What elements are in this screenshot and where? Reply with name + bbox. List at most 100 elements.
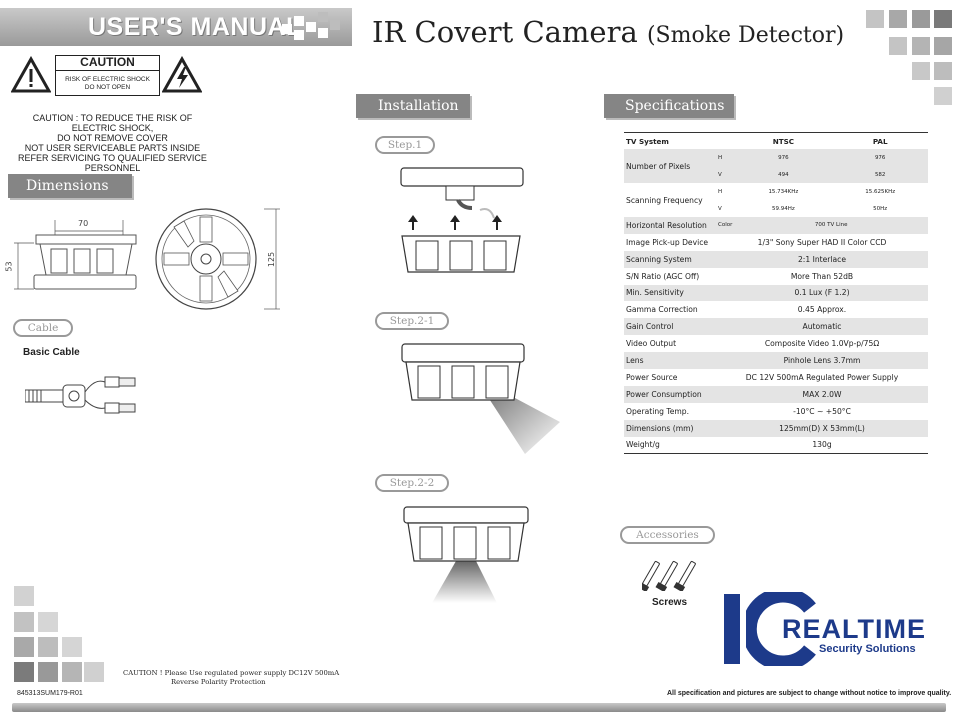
spec-horizontal-sub: Color <box>716 216 735 234</box>
spec-pixels-pal-v: 582 <box>832 166 928 184</box>
spec-row-label: Power Source <box>626 372 678 382</box>
spec-row-value: 130g <box>812 440 832 450</box>
cable-tab: Cable <box>13 319 73 337</box>
step-2-1-tag: Step.2-1 <box>375 312 449 330</box>
spec-row-value: 1/3" Sony Super HAD II Color CCD <box>757 237 887 247</box>
logo-realtime: REALTIME <box>782 614 926 644</box>
step-2-1-drawing <box>401 343 560 454</box>
spec-row: Video Output Composite Video 1.0Vp-p/75Ω <box>624 335 928 352</box>
spec-row-value: DC 12V 500mA Regulated Power Supply <box>745 372 899 382</box>
screws-caption: Screws <box>652 597 688 608</box>
step-2-2-tag: Step.2-2 <box>375 474 449 492</box>
spec-row-label: Scanning System <box>624 250 716 268</box>
spec-row-value: Pinhole Lens 3.7mm <box>716 352 928 369</box>
specifications-tab: Specifications <box>604 94 734 118</box>
logo-c-mark <box>746 592 816 666</box>
spec-row-value: More Than 52dB <box>790 271 854 281</box>
spec-pixels-ntsc-h: 976 <box>734 149 833 167</box>
spec-row-value: Composite Video 1.0Vp-p/75Ω <box>764 339 880 349</box>
spec-header-tv-system: TV System <box>626 136 669 146</box>
spec-row-label: Min. Sensitivity <box>624 284 716 302</box>
spec-row-label: Gain Control <box>624 318 716 336</box>
spec-row-label: Video Output <box>626 339 677 349</box>
spec-freq-pal-v: 50Hz <box>873 205 888 212</box>
dimensions-side-view-drawing <box>14 220 137 290</box>
caution-sub-line2: DO NOT OPEN <box>84 84 131 91</box>
basic-cable-drawing <box>25 376 136 414</box>
spec-freq-ntsc-v: 59.94Hz <box>771 205 795 212</box>
spec-freq-ntsc-h: 15.734KHz <box>768 188 799 195</box>
spec-row-label: S/N Ratio (AGC Off) <box>626 271 700 281</box>
specifications-table: TV System NTSC PAL Number of Pixels H 97… <box>624 132 928 454</box>
spec-pixels-v-label: V <box>716 166 735 184</box>
power-caution-line2: Reverse Polarity Protection <box>171 678 266 686</box>
disclaimer-text: All specification and pictures are subje… <box>667 690 952 697</box>
page-title: IR Covert Camera (Smoke Detector) <box>372 15 844 49</box>
bottom-squares-decoration <box>14 586 106 686</box>
manual-banner <box>0 8 352 46</box>
spec-horizontal-value: 700 TV Line <box>734 216 928 234</box>
spec-row-label: Lens <box>624 352 716 369</box>
dimension-width-label: 70 <box>78 219 89 228</box>
spec-row-value: MAX 2.0W <box>716 385 928 403</box>
spec-row: S/N Ratio (AGC Off) More Than 52dB <box>624 268 928 285</box>
spec-pixels-ntsc-v: 494 <box>734 166 833 184</box>
spec-row-freq-h: Scanning Frequency H 15.734KHz 15.625KHz <box>624 183 928 205</box>
spec-header-pal: PAL <box>872 136 888 146</box>
spec-row-label: Operating Temp. <box>626 406 690 416</box>
spec-pixels-h-label: H <box>716 149 735 167</box>
basic-cable-caption: Basic Cable <box>23 347 80 358</box>
title-text: IR Covert Camera <box>372 15 638 49</box>
spec-row-pixels-v: V 494 582 <box>624 166 928 184</box>
spec-label-horizontal-resolution: Horizontal Resolution <box>624 216 716 234</box>
spec-row-value: Automatic <box>716 318 928 336</box>
header-checker-decoration <box>282 10 342 46</box>
dimensions-tab: Dimensions <box>8 174 132 198</box>
spec-header-ntsc: NTSC <box>772 136 795 146</box>
power-caution-note: CAUTION ! Please Use regulated power sup… <box>123 669 353 687</box>
spec-row-value: 0.45 Approx. <box>797 305 847 315</box>
corner-squares-decoration <box>866 10 954 110</box>
spec-label-scanning-frequency: Scanning Frequency <box>626 195 703 205</box>
power-caution-line1: CAUTION ! Please Use regulated power sup… <box>123 669 340 677</box>
spec-freq-h-label: H <box>718 188 723 195</box>
caution-subtext: RISK OF ELECTRIC SHOCK DO NOT OPEN <box>55 76 160 92</box>
caution-desc-line2: DO NOT REMOVE COVER <box>57 133 168 143</box>
accessories-tab: Accessories <box>620 526 715 544</box>
title-subtext: (Smoke Detector) <box>646 23 845 48</box>
part-number: 845313SUM179-R01 <box>17 690 83 697</box>
screws-drawing <box>642 560 696 591</box>
spec-row: Gamma Correction 0.45 Approx. <box>624 301 928 318</box>
spec-row-value: -10°C ~ +50°C <box>793 406 851 416</box>
spec-row: Power Source DC 12V 500mA Regulated Power… <box>624 369 928 386</box>
spec-pixels-pal-h: 976 <box>832 149 928 167</box>
dimensions-top-view-drawing <box>155 208 280 310</box>
spec-freq-v-label: V <box>718 205 722 212</box>
spec-row-horizontal-resolution: Horizontal Resolution Color 700 TV Line <box>624 216 928 234</box>
spec-freq-pal-h: 15.625KHz <box>865 188 896 195</box>
manual-label: USER'S MANUAL <box>88 13 302 41</box>
caution-sub-line1: RISK OF ELECTRIC SHOCK <box>65 76 150 83</box>
spec-row-label: Gamma Correction <box>626 305 698 315</box>
spec-row-freq-v: V 59.94Hz 50Hz <box>624 200 928 217</box>
spec-row-label: Weight/g <box>626 440 660 450</box>
spec-row-value: 2:1 Interlace <box>716 250 928 268</box>
spec-row-value: 125mm(D) X 53mm(L) <box>716 419 928 437</box>
spec-row: Dimensions (mm)125mm(D) X 53mm(L) <box>624 419 928 437</box>
warning-exclamation-icon <box>11 56 51 93</box>
spec-header-row: TV System NTSC PAL <box>624 133 928 150</box>
spec-label-pixels: Number of Pixels <box>624 149 716 184</box>
dimension-diameter-label: 125 <box>267 251 277 268</box>
spec-row-label: Dimensions (mm) <box>624 419 716 437</box>
step-1-drawing <box>400 167 524 273</box>
footer-bar <box>12 703 946 712</box>
step-1-tag: Step.1 <box>375 136 435 154</box>
spec-row-pixels-h: Number of Pixels H 976 976 <box>624 149 928 184</box>
